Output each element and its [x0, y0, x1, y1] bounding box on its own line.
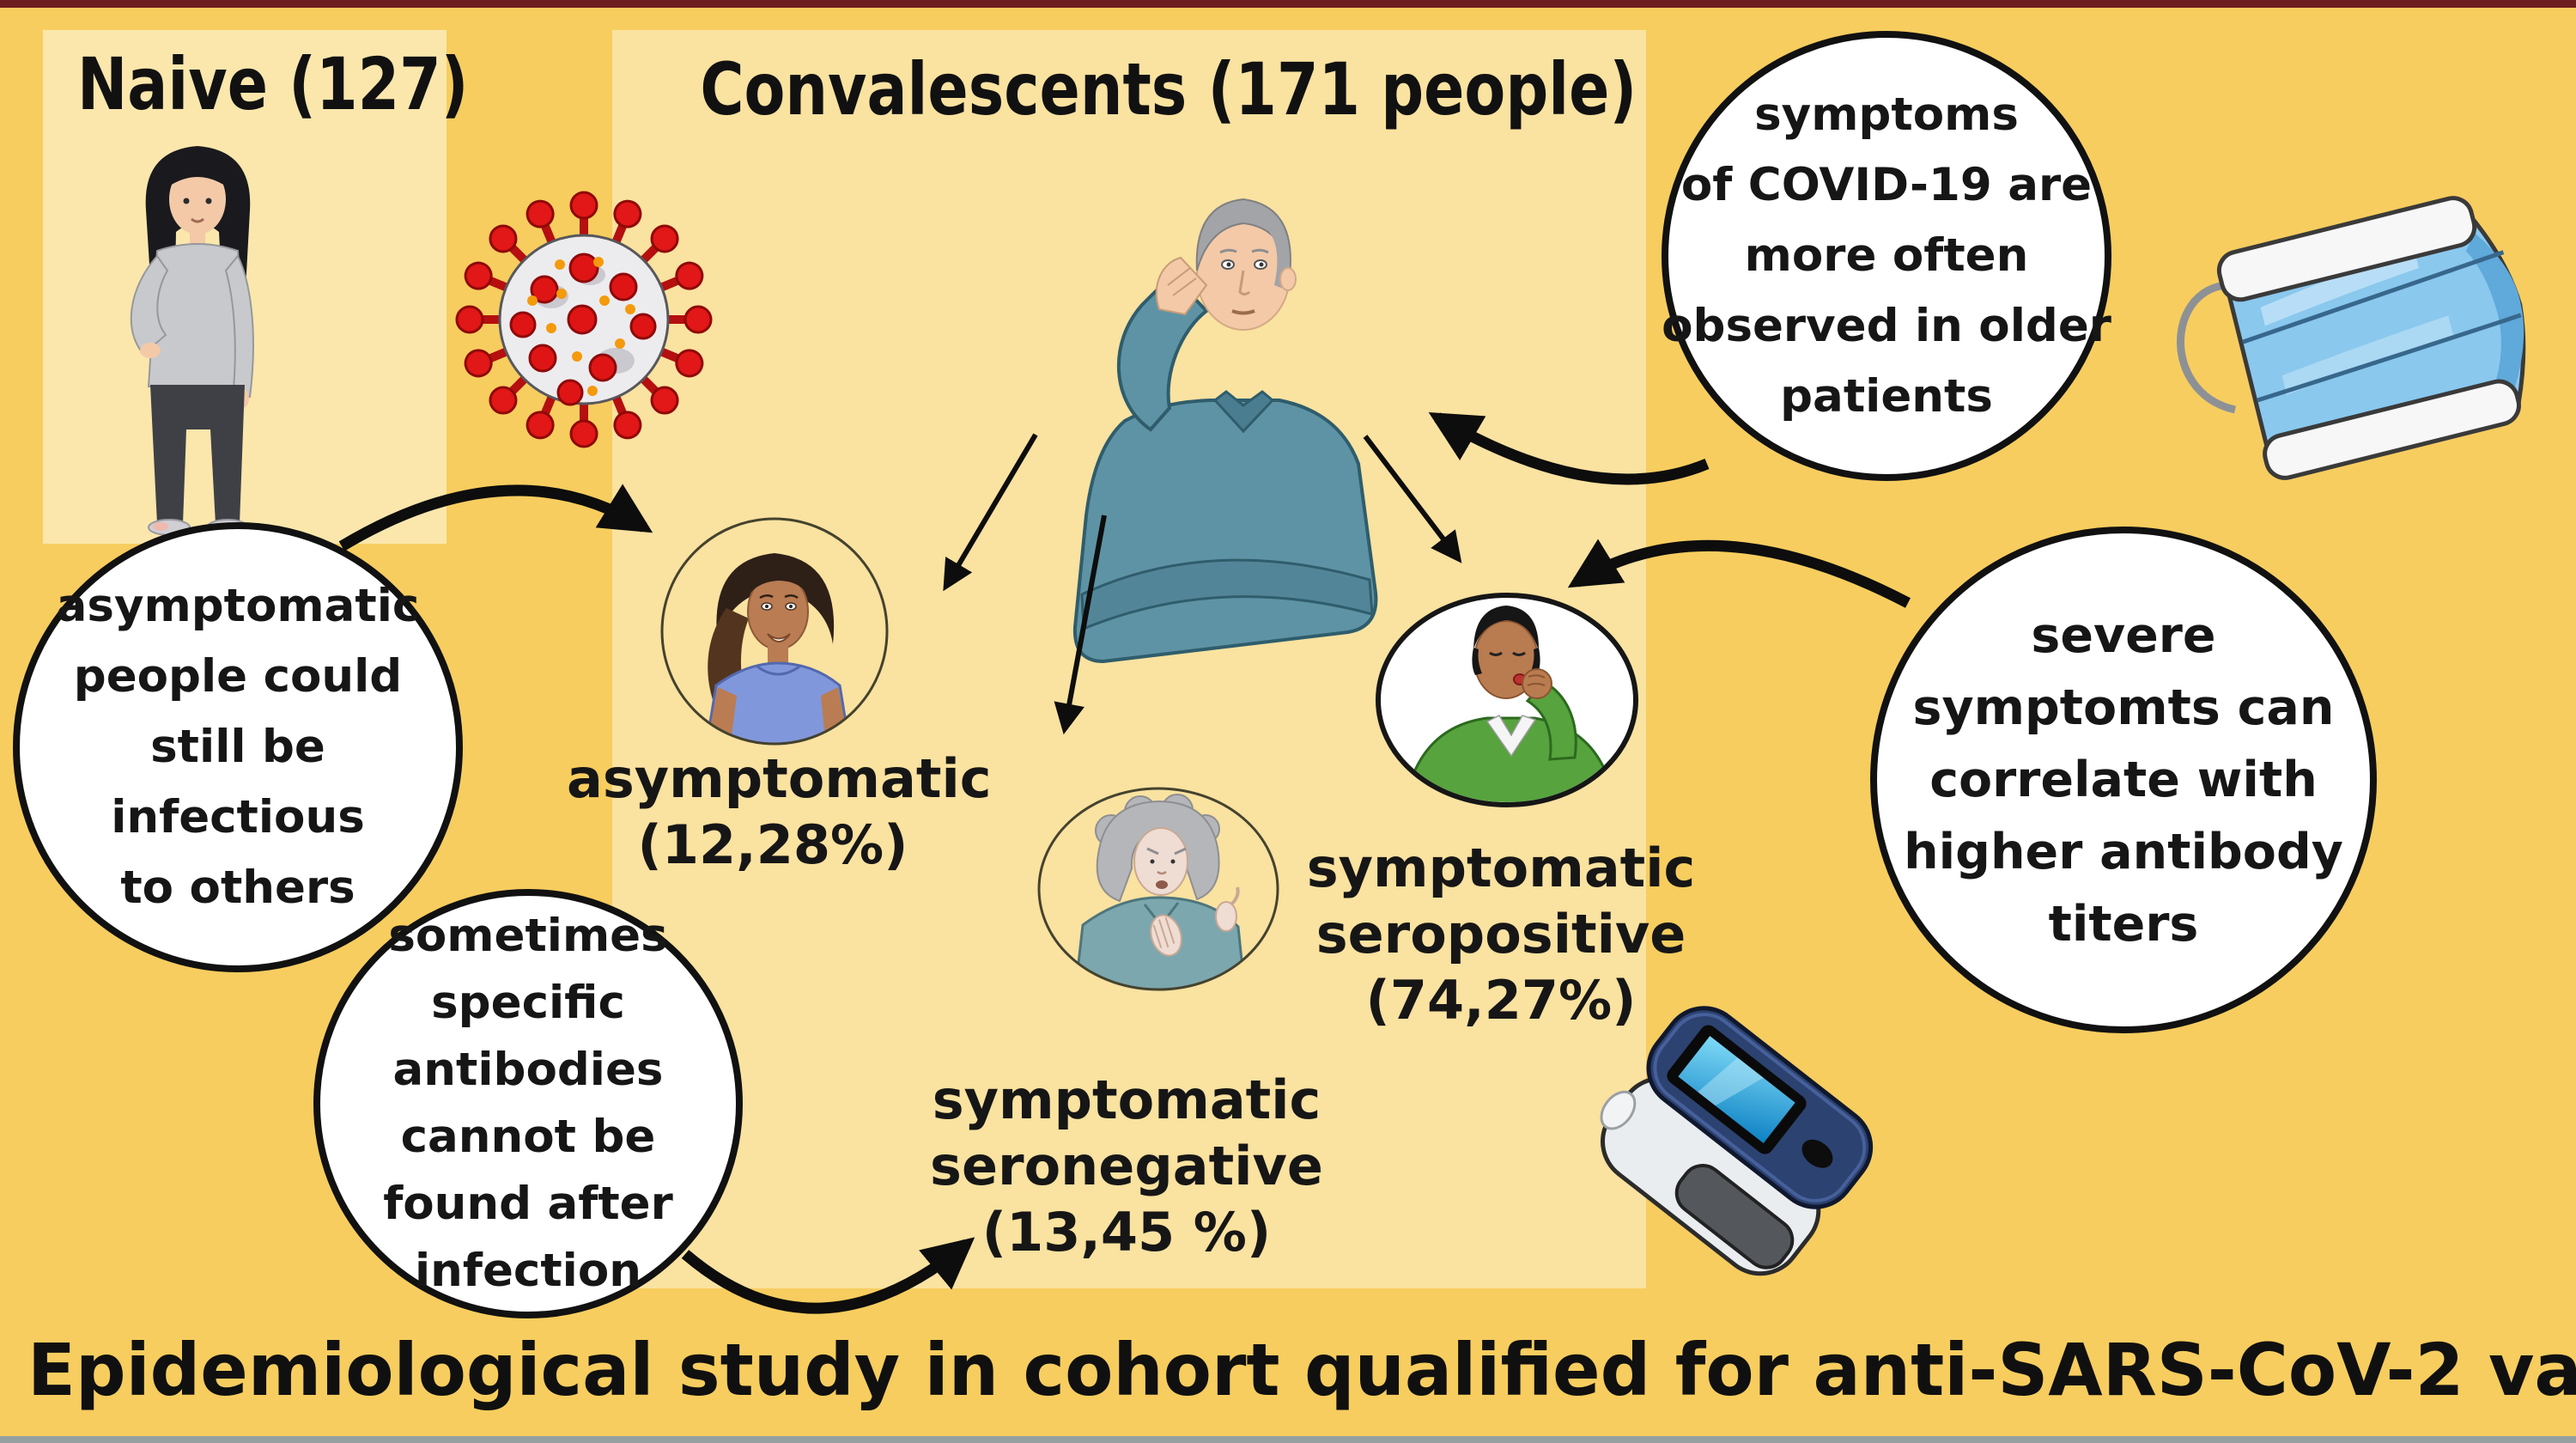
bottom-edge-strip	[0, 1436, 2576, 1443]
bubble-no-antibodies: sometimes specific antibodies cannot be …	[313, 889, 743, 1318]
bubble-line: of COVID-19 are	[1680, 159, 2093, 211]
bubble-line: titers	[2048, 896, 2199, 953]
top-edge-strip	[0, 0, 2576, 8]
naive-panel-title: Naive (127)	[76, 42, 469, 126]
seronegative-label: symptomatic seronegative (13,45 %)	[903, 1067, 1350, 1265]
group-percentage: (74,27%)	[1365, 969, 1637, 1032]
bubble-line: patients	[1780, 370, 1993, 423]
bubble-line: symptoms	[1754, 88, 2019, 141]
arrow-man-to-seropositive	[1363, 435, 1462, 563]
arrow-titers-to-seropositive	[1567, 539, 1911, 608]
bubble-line: higher antibody	[1904, 824, 2343, 880]
convalescents-panel-title: Convalescents (171 people)	[700, 47, 1637, 131]
pulse-oximeter-icon	[1600, 1006, 1874, 1276]
bubble-line: to others	[120, 862, 355, 914]
bubble-line: correlate with	[1929, 752, 2318, 808]
group-name: seronegative	[930, 1135, 1323, 1197]
bubble-line: specific	[431, 977, 625, 1029]
arrow-man-to-asymptomatic	[943, 433, 1038, 592]
bubble-line: asymptomatic	[56, 580, 420, 632]
bubble-line: sometimes	[388, 910, 668, 962]
seropositive-label: symptomatic seropositive (74,27%)	[1278, 835, 1724, 1033]
coronavirus-icon	[440, 180, 732, 468]
bubble-line: people could	[73, 650, 403, 703]
group-name: symptomatic	[932, 1069, 1321, 1131]
bubble-line: observed in older	[1662, 300, 2111, 352]
bubble-still-infectious: asymptomatic people could still be infec…	[13, 522, 463, 972]
group-name: symptomatic	[1306, 837, 1696, 899]
group-percentage: (13,45 %)	[981, 1201, 1272, 1263]
bubble-line: infection	[415, 1245, 641, 1297]
bubble-line: more often	[1744, 229, 2029, 282]
group-name: asymptomatic	[567, 747, 992, 810]
convalescent-man-figure	[1072, 198, 1378, 664]
bubble-older-patients: symptoms of COVID-19 are more often obse…	[1662, 31, 2111, 481]
arrow-man-to-seronegative	[1054, 514, 1107, 735]
seropositive-man-figure	[1376, 593, 1638, 807]
bubble-line: cannot be	[400, 1111, 656, 1163]
arrow-infectious-to-asymptomatic	[338, 484, 653, 551]
bubble-line: found after	[383, 1178, 673, 1230]
group-name: seropositive	[1315, 903, 1686, 965]
group-percentage: (12,28%)	[637, 813, 908, 876]
asymptomatic-label: asymptomatic (12,28%)	[567, 746, 992, 878]
asymptomatic-woman-figure	[660, 517, 889, 746]
arrow-older-patients-to-man	[1428, 411, 1710, 485]
bubble-line: antibodies	[392, 1044, 664, 1096]
face-mask-icon	[2177, 196, 2526, 480]
bubble-line: symptomts can	[1912, 679, 2335, 736]
bubble-line: severe	[2031, 607, 2216, 664]
bubble-line: still be	[150, 721, 325, 773]
seronegative-woman-figure	[1037, 787, 1279, 991]
study-title: Epidemiological study in cohort qualifie…	[27, 1328, 2576, 1412]
bubble-line: infectious	[111, 791, 365, 843]
arrow-no-antibodies-to-seronegative	[681, 1237, 975, 1314]
bubble-antibody-titers: severe symptomts can correlate with high…	[1870, 527, 2377, 1033]
